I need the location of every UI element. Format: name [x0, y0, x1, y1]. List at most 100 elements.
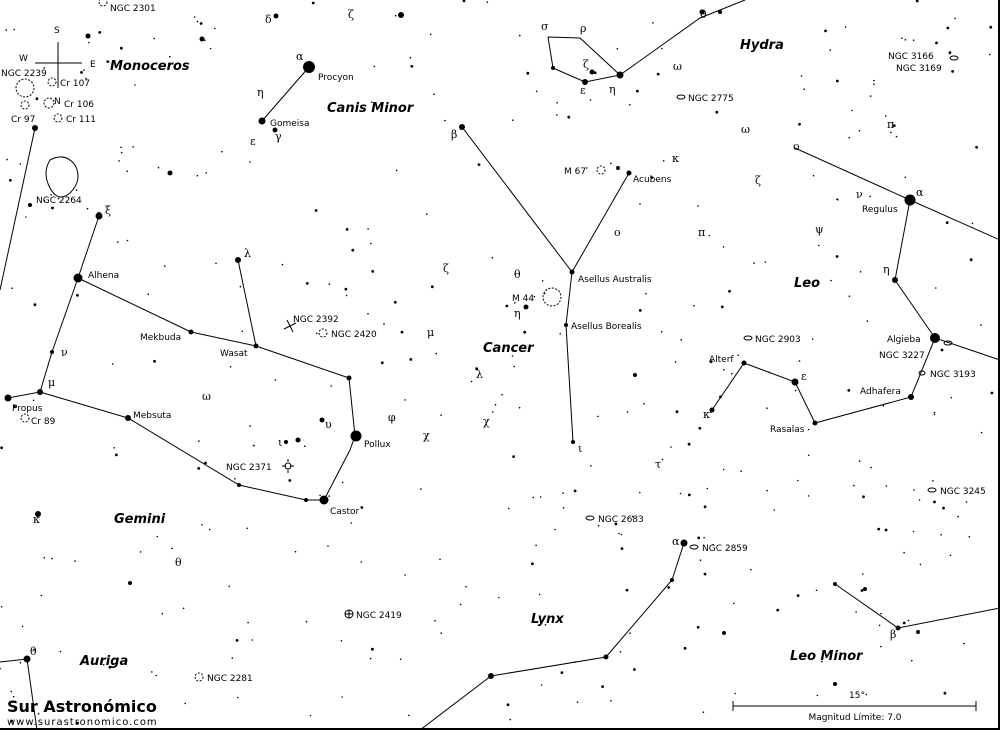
label-cr106: Cr 106 — [64, 100, 94, 110]
faint-star — [946, 26, 950, 30]
label-ngc3193: NGC 3193 — [930, 370, 976, 380]
faint-star — [728, 289, 731, 293]
greek-letter: φ — [388, 411, 396, 424]
faint-star — [866, 320, 869, 322]
faint-star — [505, 304, 509, 308]
greek-letter: ι — [578, 442, 582, 455]
label-m67: M 67 — [564, 167, 586, 177]
greek-letter: θ — [175, 556, 182, 569]
constellation-line — [894, 199, 998, 360]
faint-star — [281, 263, 284, 266]
faint-star — [21, 625, 24, 628]
faint-star — [371, 647, 374, 651]
faint-star — [433, 93, 435, 96]
faint-star — [33, 303, 37, 307]
faint-star — [869, 95, 872, 97]
star — [50, 350, 54, 354]
star — [398, 12, 404, 18]
faint-star — [699, 559, 702, 561]
greek-letter: η — [609, 83, 616, 96]
faint-star — [824, 29, 827, 33]
greek-letter: ι — [278, 436, 282, 449]
faint-star — [554, 528, 556, 531]
star — [589, 69, 595, 75]
faint-star — [327, 545, 329, 547]
greek-letter: η — [257, 86, 264, 99]
faint-star — [196, 20, 199, 23]
faint-star — [126, 170, 128, 172]
label-ngc2420: NGC 2420 — [331, 330, 377, 340]
faint-star — [873, 83, 875, 85]
faint-star — [394, 14, 397, 17]
faint-star — [968, 536, 971, 538]
star — [895, 625, 901, 631]
faint-star — [794, 389, 797, 392]
faint-star — [943, 691, 947, 695]
faint-star — [971, 222, 974, 225]
faint-star — [559, 333, 561, 335]
faint-star — [848, 136, 850, 139]
faint-star — [539, 496, 542, 498]
faint-star — [950, 396, 952, 399]
constellation-line — [619, 0, 746, 76]
greek-letter: π — [887, 118, 894, 131]
faint-star — [85, 77, 87, 80]
star — [237, 483, 241, 487]
star — [128, 581, 132, 585]
faint-star — [848, 295, 851, 298]
faint-star — [687, 442, 691, 446]
faint-star — [311, 1, 315, 5]
greek-letter: α — [296, 50, 304, 63]
faint-star — [882, 404, 885, 407]
faint-star — [913, 489, 915, 491]
star — [188, 329, 194, 335]
faint-star — [409, 358, 413, 361]
greek-letter: ω — [673, 60, 682, 73]
greek-letter: ω — [202, 390, 211, 403]
faint-star — [816, 694, 819, 697]
faint-star — [393, 300, 397, 304]
faint-star — [11, 287, 13, 290]
star — [258, 117, 266, 125]
faint-star — [132, 146, 134, 148]
galaxy-symbols — [45, 55, 959, 619]
faint-star — [737, 354, 739, 357]
label-ngc3166: NGC 3166 — [888, 52, 934, 62]
faint-star — [251, 639, 254, 641]
greek-letter: ε — [250, 135, 256, 148]
compass-n: N — [54, 97, 61, 107]
greek-letter: λ — [244, 247, 251, 260]
faint-star — [679, 492, 682, 495]
faint-star — [597, 415, 599, 418]
faint-star — [153, 37, 155, 40]
faint-star — [231, 657, 234, 659]
faint-star — [274, 379, 277, 381]
star — [892, 277, 898, 283]
star — [603, 654, 609, 660]
star — [833, 682, 837, 686]
brand-url[interactable]: www.surastronomico.com — [7, 717, 158, 728]
faint-star — [942, 506, 945, 510]
label-cr111: Cr 111 — [66, 115, 96, 125]
faint-star — [106, 60, 110, 63]
star-alterf: Alterf — [709, 355, 734, 365]
faint-star — [0, 667, 1, 670]
greek-letter: ζ — [583, 58, 589, 71]
greek-letter: ζ — [755, 174, 761, 187]
faint-star — [215, 262, 217, 265]
faint-star — [435, 352, 438, 355]
faint-star — [975, 145, 978, 149]
faint-star — [98, 31, 102, 34]
faint-star — [855, 611, 857, 613]
faint-star — [990, 391, 994, 395]
faint-star — [948, 51, 952, 55]
faint-star — [19, 661, 22, 664]
faint-star — [590, 465, 592, 467]
greek-letter: ε — [580, 84, 586, 97]
star — [28, 203, 32, 207]
faint-star — [706, 487, 709, 490]
faint-star — [319, 494, 321, 497]
star — [273, 13, 279, 19]
star — [564, 323, 568, 327]
faint-star — [208, 528, 211, 531]
